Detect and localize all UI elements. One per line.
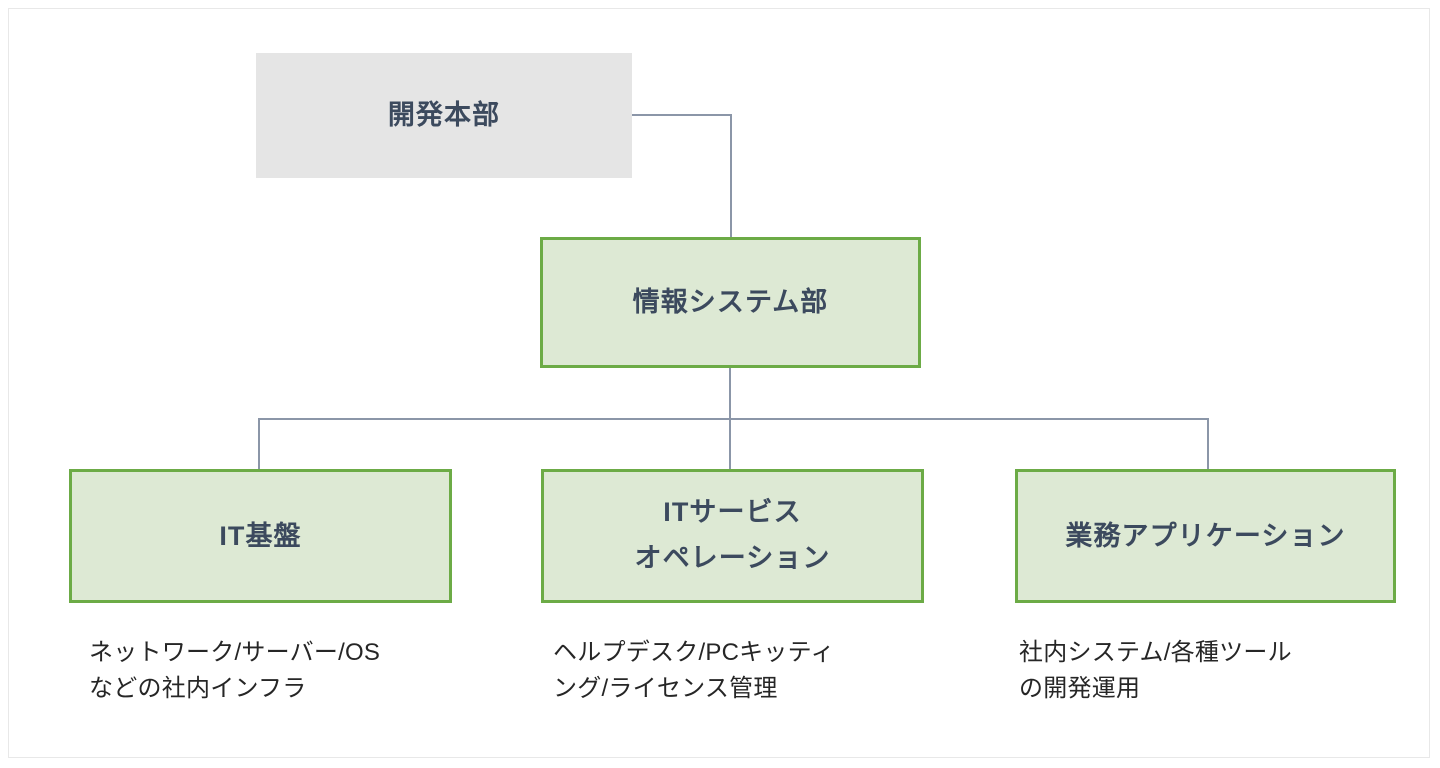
node-root-development-hq[interactable]: 開発本部 bbox=[256, 53, 632, 178]
caption-2-line2: の開発運用 bbox=[1019, 675, 1141, 703]
caption-0-line1: ネットワーク/サーバー/OS bbox=[89, 639, 381, 666]
connector-bus-horizontal bbox=[258, 418, 1209, 420]
connector-root-vertical bbox=[730, 114, 732, 239]
connector-drop-middle bbox=[729, 418, 731, 469]
node-information-systems-department[interactable]: 情報システム部 bbox=[540, 237, 921, 368]
caption-0-line2: などの社内インフラ bbox=[89, 675, 307, 703]
node-department-label: 情報システム部 bbox=[632, 287, 829, 318]
node-team-1-label-line2: オペレーション bbox=[634, 543, 831, 573]
diagram-frame bbox=[8, 8, 1430, 758]
node-team-it-service-operation[interactable]: ITサービス オペレーション bbox=[541, 469, 924, 603]
node-team-2-label: 業務アプリケーション bbox=[1065, 520, 1346, 551]
caption-it-infrastructure: ネットワーク/サーバー/OS などの社内インフラ bbox=[89, 635, 499, 708]
caption-2-line1: 社内システム/各種ツール bbox=[1019, 639, 1292, 666]
connector-root-horizontal bbox=[632, 114, 732, 116]
node-team-0-label: IT基盤 bbox=[219, 520, 302, 551]
caption-business-applications: 社内システム/各種ツール の開発運用 bbox=[1019, 635, 1419, 708]
caption-1-line2: ング/ライセンス管理 bbox=[553, 675, 778, 703]
node-team-business-applications[interactable]: 業務アプリケーション bbox=[1015, 469, 1396, 603]
connector-drop-left bbox=[258, 418, 260, 469]
node-root-label: 開発本部 bbox=[387, 100, 501, 131]
caption-it-service-operation: ヘルプデスク/PCキッティ ング/ライセンス管理 bbox=[553, 635, 953, 708]
connector-drop-right bbox=[1207, 418, 1209, 469]
connector-department-stem bbox=[729, 368, 731, 420]
caption-1-line1: ヘルプデスク/PCキッティ bbox=[553, 639, 835, 666]
node-team-1-label-line1: ITサービス bbox=[663, 497, 802, 528]
node-team-it-infrastructure[interactable]: IT基盤 bbox=[69, 469, 452, 603]
